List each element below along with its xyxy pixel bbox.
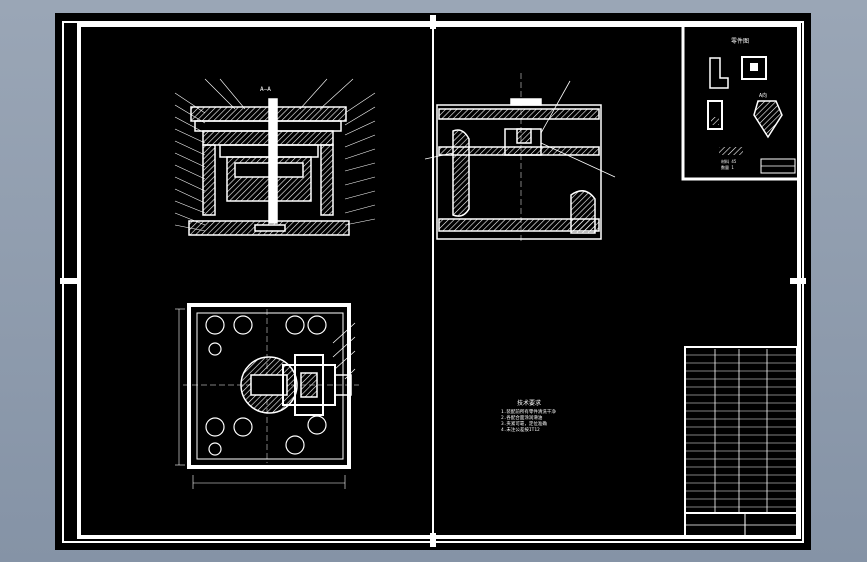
- plan-view: [175, 303, 359, 489]
- centering-marks: [60, 15, 806, 547]
- note-2: 2.各配合面涂润滑油: [501, 414, 543, 421]
- drawing-sheet: 零件图 A向 材料 45 数量 1 A—A: [55, 13, 811, 550]
- note-4: 4.未注公差按IT12: [501, 426, 540, 433]
- detail-view-box: 零件图 A向 材料 45 数量 1: [681, 23, 801, 181]
- detail-view-note-1: 材料 45: [721, 158, 737, 164]
- wedge-part: [753, 100, 783, 139]
- notes-title: 技术要求: [517, 399, 541, 407]
- section-view-a: A—A: [174, 78, 376, 236]
- detail-view-title: 零件图: [731, 37, 749, 45]
- parts-list: [684, 346, 798, 538]
- section-label: A—A: [260, 86, 271, 93]
- note-3: 3.夹紧可靠，定位准确: [501, 420, 547, 427]
- technical-notes: 技术要求 1.装配前所有零件清洗干净 2.各配合面涂润滑油 3.夹紧可靠，定位准…: [501, 399, 556, 433]
- detail-view-label: A向: [759, 92, 767, 99]
- detail-view-note-2: 数量 1: [721, 164, 734, 170]
- bracket-part: [709, 57, 729, 89]
- side-view: [424, 73, 616, 243]
- block-part: [741, 56, 767, 80]
- cad-drawing: 零件图 A向 材料 45 数量 1 A—A: [60, 15, 806, 547]
- note-1: 1.装配前所有零件清洗干净: [501, 408, 556, 415]
